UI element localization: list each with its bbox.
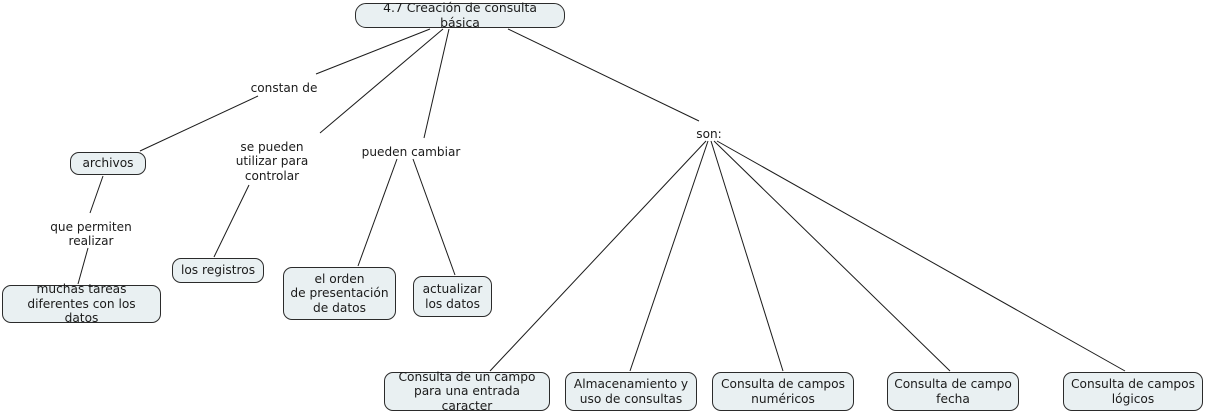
edge-cambiar-to-actualizar <box>412 158 456 276</box>
edge-son-to-campo_car <box>489 140 707 372</box>
edge-cambiar-to-orden <box>357 158 398 267</box>
node-orden[interactable]: el orden de presentación de datos <box>283 267 396 320</box>
node-fecha[interactable]: Consulta de campo fecha <box>887 372 1019 411</box>
node-actualizar[interactable]: actualizar los datos <box>413 276 492 317</box>
edge-constan-to-archivos <box>139 95 259 152</box>
edge-son-to-almacen <box>629 140 709 372</box>
edge-sepueden-to-registros <box>213 184 250 258</box>
node-root[interactable]: 4.7 Creación de consulta básica <box>355 0 565 29</box>
link-label-sepueden: se pueden utilizar para controlar <box>235 140 309 183</box>
node-muchas[interactable]: muchas tareas diferentes con los datos <box>2 282 161 325</box>
link-label-son: son: <box>696 127 722 141</box>
edge-son-to-fecha <box>713 140 951 372</box>
edge-root-to-constan-label <box>315 28 431 75</box>
node-logicos[interactable]: Consulta de campos lógicos <box>1063 372 1203 411</box>
edge-son-to-numericos <box>710 140 784 372</box>
link-label-cambiar: pueden cambiar <box>361 145 461 159</box>
node-almacen[interactable]: Almacenamiento y uso de consultas <box>565 372 697 411</box>
edge-archivos-to-permiten <box>89 175 104 214</box>
node-campo_car[interactable]: Consulta de un campo para una entrada ca… <box>384 370 550 413</box>
edge-son-to-logicos <box>716 140 1126 372</box>
edge-permiten-to-muchas <box>77 247 89 285</box>
edge-root-to-son-label <box>507 28 700 122</box>
edge-root-to-sepueden-label <box>319 28 444 134</box>
link-label-constan: constan de <box>250 81 318 95</box>
node-registros[interactable]: los registros <box>172 258 264 283</box>
edge-root-to-cambiar-label <box>423 28 450 139</box>
node-numericos[interactable]: Consulta de campos numéricos <box>712 372 854 411</box>
link-label-permiten: que permiten realizar <box>50 220 132 249</box>
node-archivos[interactable]: archivos <box>70 152 146 175</box>
